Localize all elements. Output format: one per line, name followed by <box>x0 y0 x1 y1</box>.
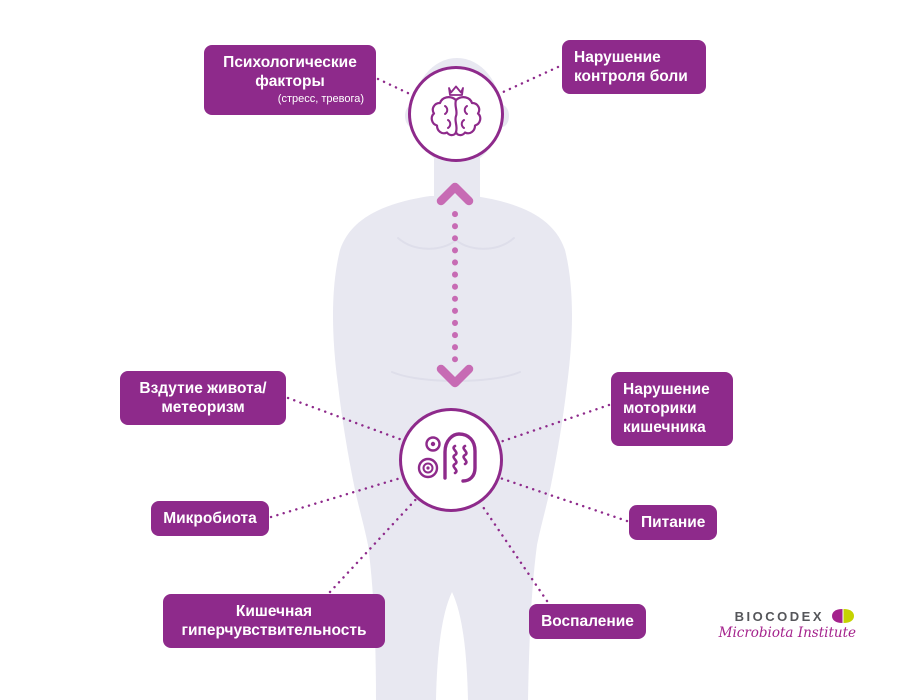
crown-icon <box>448 85 464 96</box>
arrow-up-icon <box>436 182 474 206</box>
connector-motility-gut <box>495 403 611 445</box>
label-line: Вздутие живота/ <box>139 380 267 397</box>
label-line: Воспаление <box>541 613 634 630</box>
microbe-spiral-icon <box>417 457 439 479</box>
label-line: факторы <box>255 73 325 91</box>
biocodex-logo: BIOCODEX Microbiota Institute <box>718 608 856 642</box>
gut-node <box>399 408 503 512</box>
label-gut-motility-disorder: Нарушение моторики кишечника <box>611 372 733 446</box>
label-line: гиперчувствительность <box>181 622 367 640</box>
label-line: контроля боли <box>574 68 688 86</box>
brain-icon <box>430 85 482 137</box>
label-line: Нарушение <box>574 49 661 66</box>
microbe-bullseye-icon <box>425 436 441 452</box>
logo-brand: BIOCODEX <box>734 608 824 624</box>
label-line: Микробиота <box>163 510 257 527</box>
label-microbiota: Микробиота <box>151 501 269 537</box>
label-line: кишечника <box>623 419 706 437</box>
intestine-icon <box>417 432 477 483</box>
connector-bloating-gut <box>286 396 407 443</box>
connector-microbiota-gut <box>269 475 406 519</box>
brain-node <box>408 66 504 162</box>
arrow-down-icon <box>436 364 474 388</box>
label-psychological-factors: Психологические факторы (стресс, тревога… <box>204 45 376 116</box>
gut-brain-arrow <box>436 182 474 388</box>
label-nutrition: Питание <box>629 505 717 541</box>
label-line: Психологические <box>223 54 357 71</box>
label-line: метеоризм <box>161 399 245 417</box>
label-line: Питание <box>641 514 706 531</box>
label-intestinal-hypersensitivity: Кишечная гиперчувствительность <box>163 594 385 649</box>
connector-psych-brain <box>376 77 414 97</box>
label-subtext: (стресс, тревога) <box>277 93 364 106</box>
label-pain-control-disorder: Нарушение контроля боли <box>562 40 706 95</box>
label-bloating-flatulence: Вздутие живота/ метеоризм <box>120 371 286 426</box>
label-line: моторики <box>623 400 697 418</box>
label-inflammation: Воспаление <box>529 604 646 640</box>
label-line: Кишечная <box>235 603 313 620</box>
biocodex-mark-icon <box>832 609 854 623</box>
connector-pain-brain <box>499 65 560 95</box>
connector-inflammation-gut <box>479 502 549 603</box>
logo-subtitle: Microbiota Institute <box>718 625 856 641</box>
label-line: Нарушение <box>623 381 710 398</box>
connector-nutrition-gut <box>498 476 629 523</box>
connector-hypersensitivity-gut <box>328 494 421 594</box>
